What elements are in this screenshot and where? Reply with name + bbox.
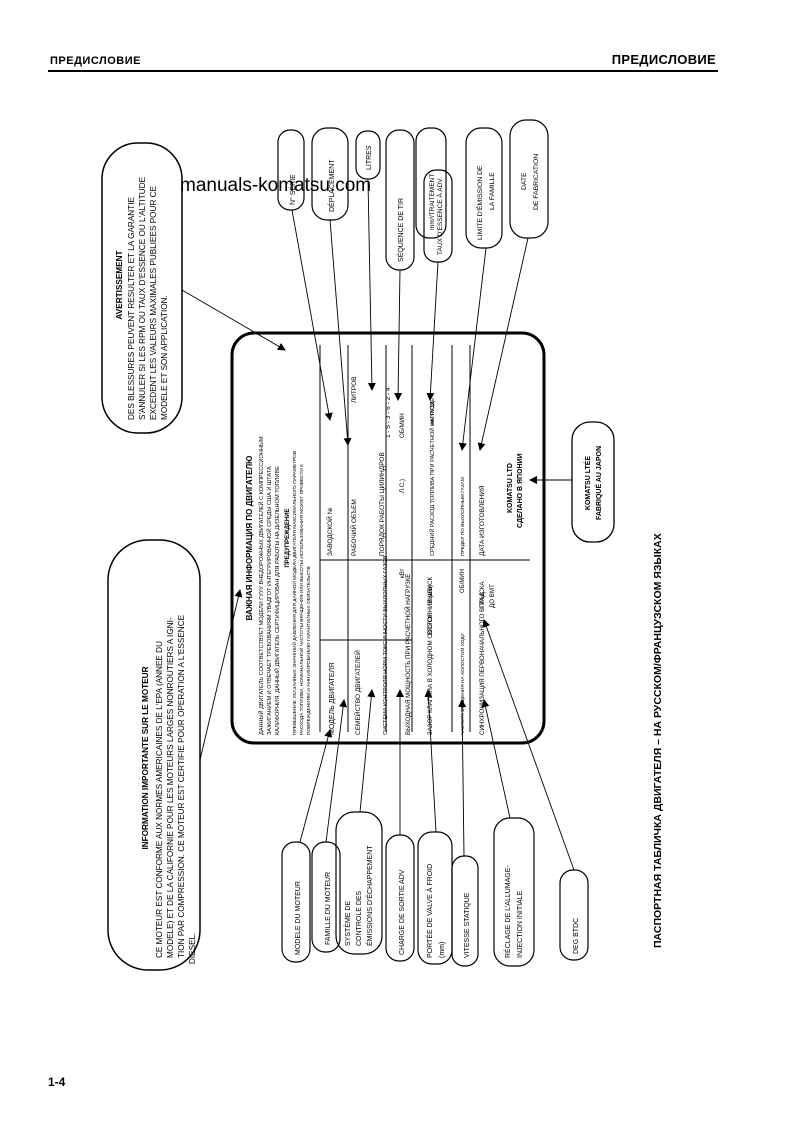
notice-top-line: EXCEDENT LES VALEURS MAXIMALES PUBLIEES … (149, 185, 158, 420)
plate-warning-line: РАСХОДА ТОПЛИВА, НОМИНАЛЬНОЙ ЧАСТОТЫ ВРА… (297, 464, 305, 735)
notice-top-line: MODELE ET SON APPLICATION. (160, 295, 169, 420)
callout-output-load: CHARGE DE SORTIE ADV (399, 869, 406, 955)
plate-label-fuel-rate: СРЕДНИЙ РАСХОД ТОПЛИВА ПРИ РАСЧЕТНОЙ НАГ… (428, 398, 436, 556)
callout-serial: N° SÉRIE (288, 174, 297, 205)
callout-static-speed: VITESSE STATIQUE (464, 892, 471, 958)
plate-label-displacement: РАБОЧИЙ ОБЪЕМ (349, 499, 358, 556)
komatsu-fr-line2: FABRIQUÉ AU JAPON (594, 446, 603, 520)
callout-engine-model: MODELE DU MOTEUR (295, 881, 302, 955)
plate-title: ВАЖНАЯ ИНФОРМАЦИЯ ПО ДВИГАТЕЛЮ (245, 456, 254, 621)
plate-warning-title: ПРЕДУПРЕЖДЕНИЕ (285, 508, 291, 567)
plate-label-intake: ВПУСК (427, 614, 434, 635)
callout-deg-btdc: DEG BTDC (573, 918, 580, 954)
plate-intro-line: ДАННЫЙ ДВИГАТЕЛЬ СООТВЕТСТВУЕТ МОДЕЛИ ГУ… (257, 436, 265, 735)
callout-valve-lash-2: (mm) (439, 942, 446, 958)
notice-left-line: TION PAR COMPRESSION. CE MOTEUR EST CERT… (177, 614, 186, 958)
plate-maker: KOMATSU LTD (507, 463, 514, 513)
callout-firing-sequence: SÉQUENCE DE TIR (396, 198, 405, 262)
callout-emission-system-3: ÉMISSIONS D'ÉCHAPPEMENT (365, 845, 374, 946)
plate-label-valve: ЗАЗОР КЛАПАНА В ХОЛОДНОМ СОСТОЯНИИ (мм) (427, 585, 434, 735)
callout-fuel-rate: TAUX D'ESSENCE À ADV. (435, 177, 444, 255)
komatsu-fr-line1: KOMATSU LTÉE (583, 456, 592, 511)
page-number: 1-4 (48, 1075, 66, 1089)
plate-label-model: МОДЕЛЬ ДВИГАТЕЛЯ (329, 663, 336, 735)
leader-lines (181, 179, 575, 871)
callout-liters: LITRES (366, 145, 373, 170)
plate-label-degrees: ГРАД (479, 592, 486, 608)
notice-top-line: DES BLESSURES PEUVENT RESULTER ET LA GAR… (127, 197, 136, 420)
watermark: manuals-komatsu.com (180, 175, 372, 196)
plate-label-timing: СИНХРОНИЗАЦИЯ ПЕРВОНАЧАЛЬНОГО ВПРЫСКА (479, 581, 486, 735)
plate-label-kw: кВт (399, 568, 406, 578)
header-left-title: ПРЕДИСЛОВИЕ (50, 55, 141, 67)
callout-emission-system-1: SYSTÈME DE (343, 901, 352, 946)
plate-label-firing-order: ПОРЯДОК РАБОТЫ ЦИЛИНДРОВ (379, 452, 386, 556)
notice-left-title: INFORMATION IMPORTANTE SUR LE MOTEUR (141, 666, 150, 849)
plate-warning-line: ПОВРЕЖДЕНИЯМ И АННУЛИРОВАНИЮ ГАРАНТИЙНЫХ… (304, 566, 312, 735)
engine-plate: ВАЖНАЯ ИНФОРМАЦИЯ ПО ДВИГАТЕЛЮ ДАННЫЙ ДВ… (230, 331, 546, 745)
notice-left-line: DIESEL. (188, 933, 197, 964)
callout-timing-1: RÉCLAGE DE L'ALLUMAGE- (503, 865, 512, 958)
plate-firing-order-value: 1 - 5 - 3 - 6 - 2 - 4 (385, 387, 392, 438)
plate-made-in: СДЕЛАНО В ЯПОНИИ (517, 453, 524, 528)
callout-valve-lash-1: PORTÉE DE VALVE À FROID (425, 864, 434, 958)
callout-emission-limit-2: LA FAMILLE (489, 172, 496, 210)
notice-top-title: AVERTISSEMENT (115, 251, 124, 320)
plate-label-btdc: ДО ВМТ (489, 584, 496, 608)
komatsu-fr-badge: KOMATSU LTÉE FABRIQUÉ AU JAPON (571, 421, 615, 543)
top-callouts: N° SÉRIE DÉPLACEMENT LITRES SÉQUENCE DE … (277, 119, 549, 271)
notice-bubble-top: AVERTISSEMENT DES BLESSURES PEUVENT RESU… (101, 142, 183, 434)
figure-caption: ПАСПОРТНАЯ ТАБЛИЧКА ДВИГАТЕЛЯ – НА РУССК… (652, 533, 664, 948)
callout-date-1: DATE (521, 172, 528, 190)
plate-intro-line: ЗАЖИГАНИЕМ И ОТВЕЧАЕТ ТРЕБОВАНИЯМ УВАДГО… (265, 466, 273, 735)
notice-bubble-left: INFORMATION IMPORTANTE SUR LE MOTEUR CE … (107, 539, 201, 971)
plate-label-power: ВЫХОДНАЯ МОЩНОСТЬ ПРИ РАСЧЕТНОЙ НАГРУЗКЕ (404, 574, 412, 735)
callout-emission-system-2: CONTROLE DES (356, 890, 363, 946)
callout-displacement: DÉPLACEMENT (327, 159, 336, 212)
notice-left-line: MODELE) ET DE LA CALIFORNIE POUR LES MOT… (166, 617, 175, 958)
plate-label-idle-speed: ЧАСТОТА ВРАЩЕНИЯ НА ХОЛОСТОМ ХОДУ (460, 632, 466, 735)
notice-left-line: CE MOTEUR EST CONFORME AUX NORMES AMERIC… (155, 641, 164, 958)
plate-label-liters: ЛИТРОВ (351, 377, 358, 404)
header-right-title: ПРЕДИСЛОВИЕ (611, 52, 716, 67)
plate-warning-line: ПРЕВЫШЕНИЕ УКАЗАННЫХ ЗНАЧЕНИЙ ДАВЛЕНИЯ Д… (290, 451, 298, 735)
plate-label-emission-system: СИСТЕМА КОНТРОЛЯ НОРМ ТОКСИЧНОСТИ ВЫХЛОП… (383, 555, 389, 735)
callout-mm-treatment: mm³/TRAITEMENT (429, 174, 436, 230)
plate-label-date: ДАТА ИЗГОТОВЛЕНИЯ (479, 485, 486, 556)
plate-label-rpm: ОБ/МИН (399, 413, 406, 438)
header-rule (48, 70, 718, 72)
plate-label-emission-limit: ПРЕДЕЛ ПО ВЫХЛОПНЫМ ГАЗАМ (460, 477, 466, 556)
plate-label-hp: Л.С.) (399, 479, 406, 493)
plate-label-serial: ЗАВОДСКОЙ № (325, 507, 334, 556)
plate-label-exhaust: ВЫПУСК (427, 577, 434, 603)
callout-emission-limit-1: LIMITE D'ÉMISSION DE (475, 165, 484, 240)
callout-timing-2: INJECTION INITIALE (517, 890, 524, 958)
plate-intro-line: КАЛИФОРНИЯ. ДАННЫЙ ДВИГАТЕЛЬ СЕРТИФИЦИРО… (273, 466, 281, 735)
bottom-callouts: MODELE DU MOTEUR FAMILLE DU MOTEUR SYSTÈ… (281, 811, 589, 967)
callout-engine-family: FAMILLE DU MOTEUR (325, 872, 332, 945)
notice-top-line: S'ANNULER SI LES RPM OU TAUX D'ESSENCE O… (138, 176, 147, 420)
plate-label-fuel-unit: мм³/ХОД (430, 401, 436, 425)
callout-date-2: DE FABRICATION (533, 154, 540, 210)
plate-label-family: СЕМЕЙСТВО ДВИГАТЕЛЕЙ (353, 650, 362, 735)
plate-label-idle-rpm: ОБ/МИН (460, 569, 466, 593)
